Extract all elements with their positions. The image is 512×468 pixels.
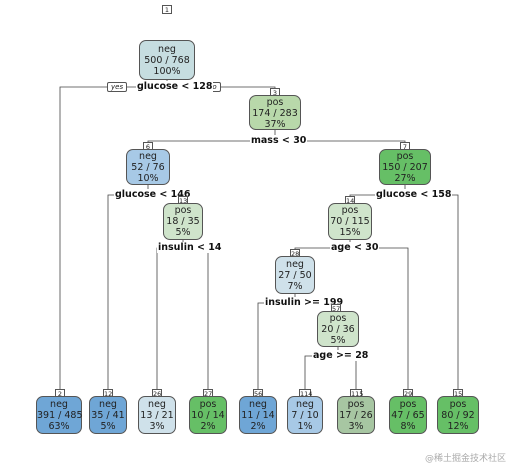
- tree-node-27: pos 10 / 14 2%: [189, 396, 227, 434]
- tree-node-56: neg 11 / 14 2%: [239, 396, 277, 434]
- node-14-count: 70 / 115: [330, 216, 370, 227]
- tree-node-14: pos 70 / 115 15%: [328, 203, 372, 240]
- node-26-pct: 3%: [149, 421, 165, 432]
- node-29-pct: 8%: [400, 421, 416, 432]
- node-1-pct: 100%: [153, 66, 181, 77]
- node-28-count: 27 / 50: [278, 270, 312, 281]
- tree-node-13: pos 18 / 35 5%: [163, 203, 203, 240]
- edge-57-branches: [304, 355, 357, 396]
- node-14-class: pos: [341, 205, 359, 216]
- tree-node-12: neg 35 / 41 5%: [89, 396, 127, 434]
- node-29-count: 47 / 65: [391, 410, 425, 421]
- node-15-class: pos: [449, 399, 467, 410]
- node-56-class: neg: [249, 399, 267, 410]
- split-label-insulin-199: insulin >= 199: [264, 297, 345, 308]
- edge-13-branches: [156, 247, 209, 396]
- node-27-pct: 2%: [200, 421, 216, 432]
- split-label-insulin-14: insulin < 14: [157, 242, 223, 253]
- node-27-class: pos: [199, 399, 217, 410]
- tree-node-26: neg 13 / 21 3%: [138, 396, 176, 434]
- node-115-pct: 3%: [348, 421, 364, 432]
- node-114-count: 7 / 10: [291, 410, 319, 421]
- node-3-pct: 37%: [264, 119, 286, 130]
- node-57-count: 20 / 36: [321, 324, 355, 335]
- node-27-count: 10 / 14: [191, 410, 225, 421]
- split-label-age-30: age < 30: [330, 242, 380, 253]
- node-7-count: 150 / 207: [382, 162, 428, 173]
- node-28-pct: 7%: [287, 281, 303, 292]
- node-57-class: pos: [329, 313, 347, 324]
- tree-node-7: pos 150 / 207 27%: [379, 149, 431, 185]
- yes-tag: yes: [107, 82, 128, 92]
- node-13-class: pos: [174, 205, 192, 216]
- tree-node-2: neg 391 / 485 63%: [36, 396, 83, 434]
- node-13-count: 18 / 35: [166, 216, 200, 227]
- node-14-pct: 15%: [339, 227, 361, 238]
- node-26-count: 13 / 21: [140, 410, 174, 421]
- node-12-class: neg: [99, 399, 117, 410]
- node-3-count: 174 / 283: [252, 108, 298, 119]
- tree-node-1: neg 500 / 768 100%: [139, 40, 195, 80]
- tree-node-15: pos 80 / 92 12%: [437, 396, 479, 434]
- node-1-class: neg: [158, 44, 176, 55]
- node-56-pct: 2%: [250, 421, 266, 432]
- node-26-class: neg: [148, 399, 166, 410]
- node-2-class: neg: [50, 399, 68, 410]
- node-114-pct: 1%: [297, 421, 313, 432]
- node-115-class: pos: [347, 399, 365, 410]
- node-15-pct: 12%: [447, 421, 469, 432]
- node-3-class: pos: [266, 97, 284, 108]
- node-7-class: pos: [396, 151, 414, 162]
- node-28-class: neg: [286, 259, 304, 270]
- tree-node-6: neg 52 / 76 10%: [126, 149, 170, 185]
- node-6-count: 52 / 76: [131, 162, 165, 173]
- node-6-pct: 10%: [137, 173, 159, 184]
- split-label-age-28: age >= 28: [312, 350, 370, 361]
- split-label-glucose-146: glucose < 146: [114, 189, 192, 200]
- node-115-count: 17 / 26: [339, 410, 373, 421]
- node-12-pct: 5%: [100, 421, 116, 432]
- node-7-pct: 27%: [394, 173, 416, 184]
- node-6-class: neg: [139, 151, 157, 162]
- node-2-count: 391 / 485: [37, 410, 83, 421]
- node-56-count: 11 / 14: [241, 410, 275, 421]
- node-29-class: pos: [399, 399, 417, 410]
- tree-node-3: pos 174 / 283 37%: [249, 95, 301, 130]
- tree-node-115: pos 17 / 26 3%: [337, 396, 375, 434]
- node-12-count: 35 / 41: [91, 410, 125, 421]
- tree-node-114: neg 7 / 10 1%: [287, 396, 323, 434]
- node-2-pct: 63%: [48, 421, 70, 432]
- split-label-glucose-128: glucose < 128: [136, 81, 214, 92]
- node-15-count: 80 / 92: [441, 410, 475, 421]
- node-1-count: 500 / 768: [144, 55, 190, 66]
- tree-node-57: pos 20 / 36 5%: [317, 311, 359, 347]
- node-57-pct: 5%: [330, 335, 346, 346]
- node-114-class: neg: [296, 399, 314, 410]
- tree-node-28: neg 27 / 50 7%: [275, 256, 315, 294]
- split-label-glucose-158: glucose < 158: [375, 189, 453, 200]
- tree-node-29: pos 47 / 65 8%: [389, 396, 427, 434]
- split-label-mass-30: mass < 30: [250, 135, 308, 146]
- node-13-pct: 5%: [175, 227, 191, 238]
- watermark: @稀土掘金技术社区: [424, 454, 506, 464]
- node-id-1: 1: [162, 5, 172, 14]
